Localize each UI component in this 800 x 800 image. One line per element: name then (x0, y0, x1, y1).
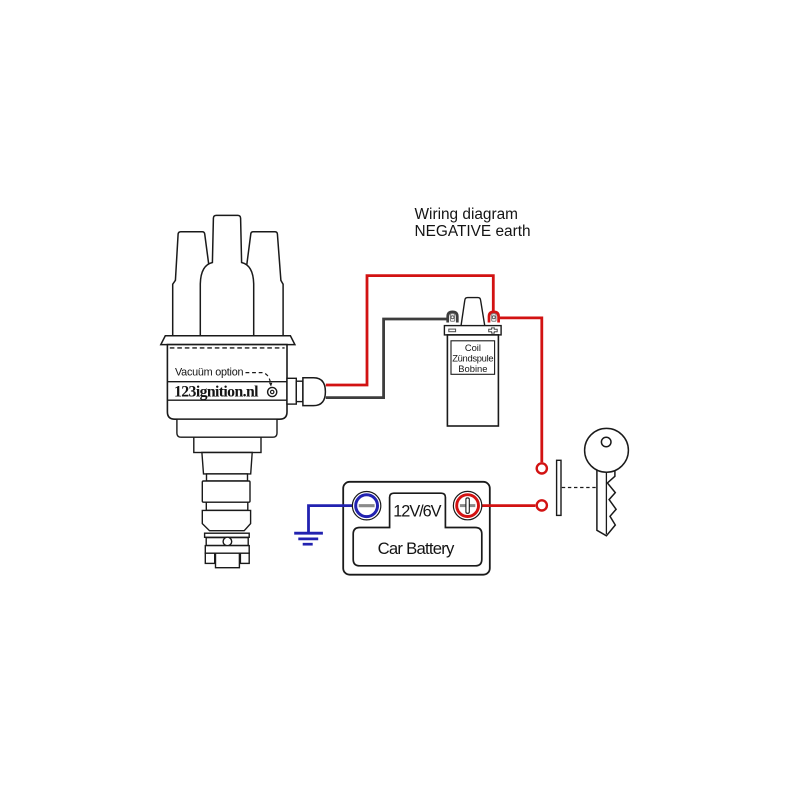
vacuum-leader-line (245, 372, 272, 384)
shaft-pin-hole (222, 536, 233, 547)
connector-neck (295, 380, 304, 403)
battery-plus-icon (459, 497, 476, 514)
coil-ht-tower (460, 296, 486, 327)
ground-circuit (294, 504, 355, 546)
diagram-title: Wiring diagram NEGATIVE earth (415, 206, 531, 240)
key-icon (583, 427, 630, 537)
coil-terminal-positive (487, 310, 500, 323)
battery-terminals (351, 490, 483, 521)
connector-flange (286, 377, 298, 405)
shaft-segment-lower (201, 509, 252, 532)
shaft-groove-1 (205, 473, 249, 482)
distributor-cap-left-edge (171, 279, 177, 336)
coil-label-line1: Coil (465, 342, 481, 353)
wire-black-distributor-to-coil (325, 317, 450, 400)
drive-dog-left-tab (204, 552, 216, 565)
wire-blue-battery-to-ground (307, 504, 355, 534)
vacuum-leader-arrowhead (268, 382, 273, 387)
wire-red-distributor-to-coil (325, 274, 495, 387)
connector-grommet (302, 377, 327, 407)
battery-terminal-positive (452, 490, 483, 521)
shaft-step-2 (193, 436, 262, 454)
coil-terminal-negative-screw (450, 315, 455, 320)
switch-contact-top (535, 462, 549, 475)
title-line-1: Wiring diagram (415, 206, 519, 223)
coil-terminal-positive-screw (491, 315, 496, 320)
distributor-cap-right-tower (244, 230, 282, 281)
shaft-collar-3 (204, 544, 250, 554)
coil-plus-mark-icon (488, 327, 498, 334)
battery-voltage-label: 12V/6V (393, 502, 441, 520)
switch-plate (555, 459, 562, 517)
wires (294, 274, 544, 546)
title-line-2: NEGATIVE earth (415, 223, 531, 240)
coil-label-box (450, 340, 496, 375)
coil-terminal-negative (446, 310, 459, 323)
coil-minus-mark-icon (448, 328, 457, 333)
ignition-coil: Coil Zündspule Bobine (443, 296, 502, 427)
vacuum-option-label: Vacuüm option (175, 367, 244, 379)
coil-label-line3: Bobine (458, 363, 487, 374)
distributor-shaft (176, 418, 278, 569)
distributor-cap-right-edge (280, 279, 284, 336)
battery-name-label: Car Battery (378, 539, 455, 558)
vacuum-nipple-center (269, 389, 275, 395)
red-wires (325, 274, 544, 508)
shaft-segment-upper (201, 451, 253, 475)
shaft-step-1 (176, 418, 278, 438)
battery-inner-panel (352, 492, 483, 567)
distributor-cap-left-tower (174, 230, 212, 281)
key-head (583, 427, 630, 473)
drive-dog-right-tab (239, 552, 250, 565)
switch-contact-bottom (535, 499, 549, 512)
distributor-cap-center-tower (199, 214, 255, 336)
key-hole (600, 436, 612, 448)
battery-plus-vertical (465, 497, 470, 514)
brand-label: 123ignition.nl (174, 384, 259, 401)
drive-dog-center-block (214, 552, 241, 569)
coil-label-line2: Zündspule (452, 353, 493, 364)
shaft-rib (201, 480, 251, 503)
ignition-switch (535, 427, 630, 537)
shaft-groove-2 (205, 501, 249, 512)
distributor: Vacuüm option 123ignition.nl (159, 214, 327, 569)
distributor-cap-rim (159, 335, 297, 346)
battery-terminal-negative (351, 490, 382, 521)
wire-red-coil-to-switch (497, 316, 544, 463)
ground-symbol-icon (294, 531, 323, 546)
